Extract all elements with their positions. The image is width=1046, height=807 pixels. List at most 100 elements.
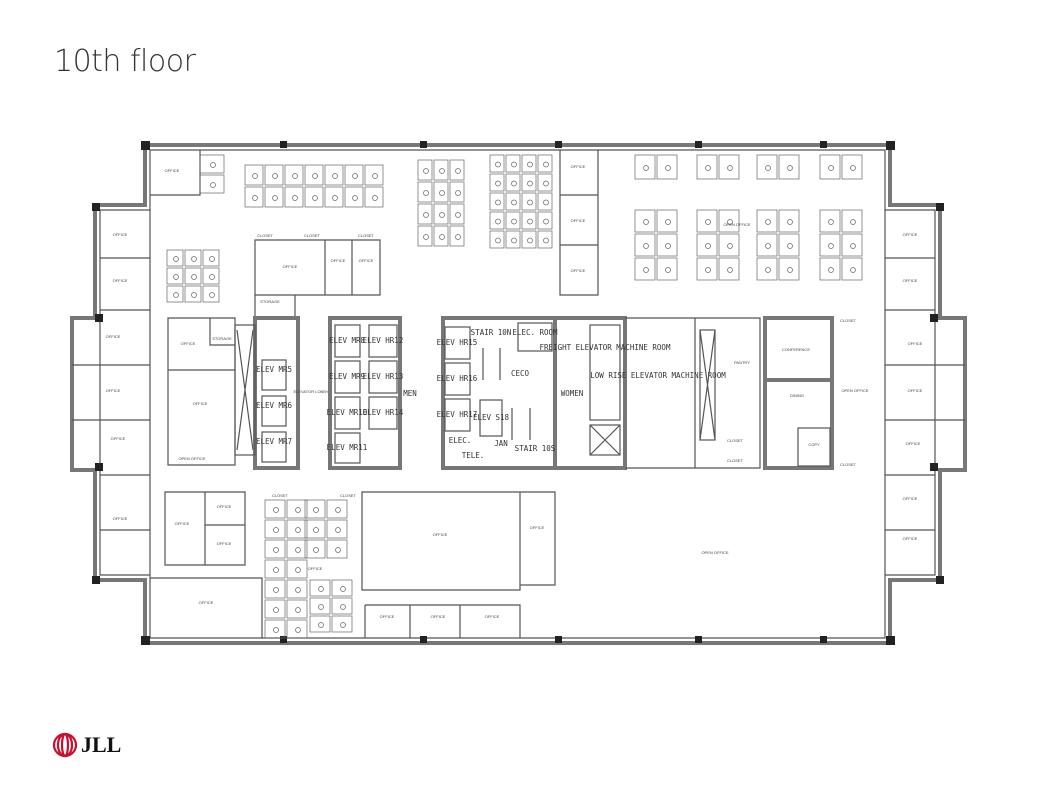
- chair: [850, 219, 856, 225]
- workstation: [778, 209, 800, 233]
- workstation: [449, 159, 465, 181]
- svg-text:CECO: CECO: [511, 369, 530, 378]
- workstation: [433, 225, 449, 247]
- workstation: [537, 230, 553, 249]
- workstation: [199, 174, 225, 194]
- chair: [209, 256, 215, 262]
- workstation: [696, 257, 718, 281]
- chair: [273, 527, 279, 533]
- workstation: [718, 154, 740, 180]
- workstation: [433, 159, 449, 181]
- svg-text:ELEV HR15: ELEV HR15: [437, 338, 478, 347]
- chair: [352, 173, 358, 179]
- svg-text:ELEC.: ELEC.: [449, 436, 472, 445]
- chair: [312, 195, 318, 201]
- chair: [850, 243, 856, 249]
- chair: [455, 234, 461, 240]
- workstation: [819, 209, 841, 233]
- workstation: [286, 559, 308, 579]
- chair: [295, 567, 301, 573]
- svg-text:OFFICE: OFFICE: [380, 614, 395, 619]
- workstation: [449, 203, 465, 225]
- chair: [543, 218, 549, 225]
- chair: [495, 180, 501, 187]
- workstation: [656, 257, 678, 281]
- chair: [765, 219, 771, 225]
- svg-text:ELEV MR9: ELEV MR9: [329, 372, 365, 381]
- chair: [313, 507, 319, 513]
- chair: [511, 180, 517, 187]
- svg-text:CLOSET: CLOSET: [272, 493, 289, 498]
- chair: [787, 243, 793, 249]
- svg-text:OFFICE: OFFICE: [571, 164, 586, 169]
- chair: [643, 243, 649, 249]
- svg-text:CLOSET: CLOSET: [304, 233, 321, 238]
- svg-text:COPY: COPY: [808, 442, 820, 447]
- chair: [295, 507, 301, 513]
- chair: [313, 527, 319, 533]
- chair: [543, 199, 549, 206]
- workstation: [656, 154, 678, 180]
- workstation: [819, 233, 841, 257]
- workstation: [505, 211, 521, 230]
- svg-text:OFFICE: OFFICE: [485, 614, 500, 619]
- chair: [273, 567, 279, 573]
- svg-text:OFFICE: OFFICE: [113, 278, 128, 283]
- chair: [705, 219, 711, 225]
- chair: [295, 527, 301, 533]
- chair: [643, 165, 649, 171]
- workstation: [489, 230, 505, 249]
- north-rooms: OFFICE OFFICE OFFICE CLOSET CLOSET CLOSE…: [254, 150, 599, 319]
- workstation: [537, 211, 553, 230]
- building-core: ELEV MR5 ELEV MR6 ELEV MR7 ELEVATOR LOBB…: [234, 222, 857, 470]
- chair: [273, 607, 279, 613]
- svg-text:LOW RISE ELEVATOR MACHINE ROOM: LOW RISE ELEVATOR MACHINE ROOM: [590, 371, 726, 380]
- svg-text:OFFICE: OFFICE: [903, 278, 918, 283]
- workstation: [286, 599, 308, 619]
- chair: [543, 161, 549, 168]
- logo-text: JLL: [81, 732, 122, 757]
- jll-helix-icon: [52, 732, 78, 758]
- chair: [643, 219, 649, 225]
- svg-text:OPEN OFFICE: OPEN OFFICE: [723, 222, 750, 227]
- chair: [828, 267, 834, 273]
- workstation: [324, 164, 344, 186]
- workstation: [364, 164, 384, 186]
- svg-text:OFFICE: OFFICE: [903, 232, 918, 237]
- svg-text:ELEV MR8: ELEV MR8: [329, 336, 366, 345]
- svg-text:OFFICE: OFFICE: [530, 525, 545, 530]
- workstation: [166, 249, 184, 267]
- chair: [423, 168, 429, 174]
- workstation: [166, 267, 184, 285]
- chair: [340, 586, 346, 592]
- chair: [727, 267, 733, 273]
- workstation: [284, 186, 304, 208]
- svg-text:FREIGHT ELEVATOR MACHINE ROOM: FREIGHT ELEVATOR MACHINE ROOM: [540, 343, 671, 352]
- workstation: [521, 173, 537, 192]
- svg-text:OFFICE: OFFICE: [903, 536, 918, 541]
- svg-text:OFFICE: OFFICE: [308, 566, 323, 571]
- chair: [543, 180, 549, 187]
- workstation: [309, 615, 331, 633]
- workstation: [324, 186, 344, 208]
- chair: [272, 173, 278, 179]
- svg-text:ELEV HR12: ELEV HR12: [363, 336, 404, 345]
- workstation: [284, 164, 304, 186]
- chair: [423, 234, 429, 240]
- workstation: [656, 233, 678, 257]
- svg-text:ELEV MR11: ELEV MR11: [327, 443, 368, 452]
- chair: [511, 237, 517, 244]
- chair: [850, 267, 856, 273]
- workstation: [756, 257, 778, 281]
- svg-text:OFFICE: OFFICE: [433, 532, 448, 537]
- chair: [787, 219, 793, 225]
- chair: [191, 274, 197, 280]
- jll-logo: JLL: [52, 732, 121, 758]
- svg-text:CLOSET: CLOSET: [727, 458, 744, 463]
- workstation: [696, 233, 718, 257]
- chair: [273, 507, 279, 513]
- workstation: [309, 597, 331, 615]
- svg-text:TELE.: TELE.: [462, 451, 485, 460]
- workstation: [244, 186, 264, 208]
- chair: [313, 547, 319, 553]
